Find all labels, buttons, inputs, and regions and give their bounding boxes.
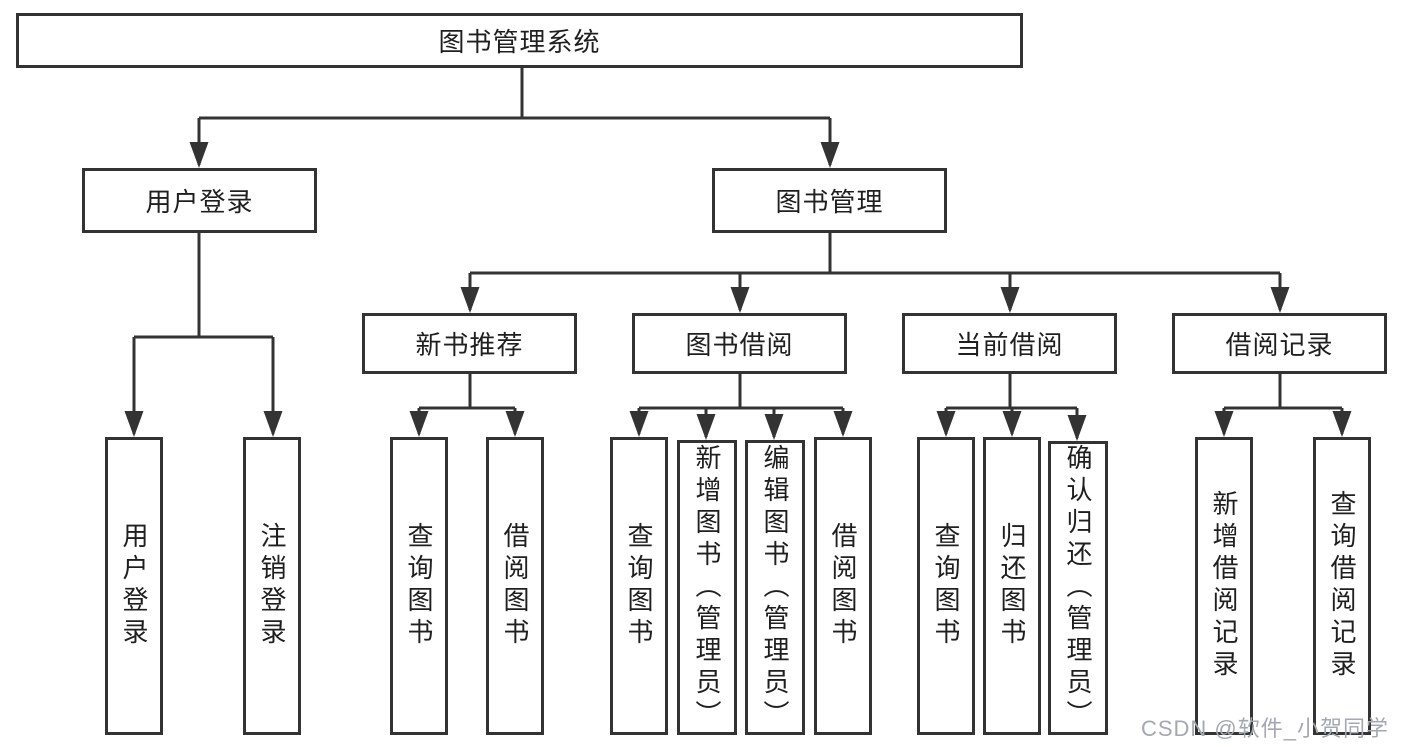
node-user-login: 用户登录 xyxy=(82,168,317,233)
node-leaf-add-book-admin-label: 新增图书（管理员） xyxy=(692,443,722,732)
node-leaf-borrow-books-2-label: 借阅图书 xyxy=(828,522,858,650)
node-leaf-user-login-label: 用户登录 xyxy=(119,522,149,650)
node-leaf-logout: 注销登录 xyxy=(243,437,301,735)
node-root-label: 图书管理系统 xyxy=(438,27,601,57)
node-leaf-return-book: 归还图书 xyxy=(983,437,1041,735)
node-leaf-borrow-books-2: 借阅图书 xyxy=(814,437,872,735)
node-leaf-return-book-label: 归还图书 xyxy=(997,522,1027,650)
node-borrow-records: 借阅记录 xyxy=(1172,313,1387,374)
node-leaf-borrow-books-1-label: 借阅图书 xyxy=(500,522,530,650)
node-leaf-add-borrow-record-label: 新增借阅记录 xyxy=(1209,490,1239,682)
node-leaf-query-borrow-record-label: 查询借阅记录 xyxy=(1327,490,1357,682)
node-borrow-records-label: 借阅记录 xyxy=(1225,330,1334,360)
node-leaf-edit-book-admin: 编辑图书（管理员） xyxy=(745,440,805,735)
node-leaf-confirm-return-admin-label: 确认归还（管理员） xyxy=(1063,444,1093,732)
node-leaf-confirm-return-admin: 确认归还（管理员） xyxy=(1048,441,1108,735)
node-book-borrow: 图书借阅 xyxy=(632,313,847,374)
node-user-login-label: 用户登录 xyxy=(145,187,254,217)
node-root: 图书管理系统 xyxy=(16,13,1023,68)
node-current-borrow-label: 当前借阅 xyxy=(955,330,1064,360)
node-leaf-edit-book-admin-label: 编辑图书（管理员） xyxy=(760,443,790,732)
node-leaf-user-login: 用户登录 xyxy=(105,437,163,735)
watermark-text: CSDN @软件_小贺同学 xyxy=(1140,716,1389,741)
node-leaf-query-books-3-label: 查询图书 xyxy=(931,522,961,650)
node-leaf-add-borrow-record: 新增借阅记录 xyxy=(1195,437,1253,735)
node-leaf-query-books-2-label: 查询图书 xyxy=(624,522,654,650)
node-leaf-query-borrow-record: 查询借阅记录 xyxy=(1313,437,1371,735)
node-leaf-logout-label: 注销登录 xyxy=(257,522,287,650)
node-leaf-query-books-3: 查询图书 xyxy=(917,437,975,735)
node-book-management: 图书管理 xyxy=(712,168,947,233)
node-leaf-add-book-admin: 新增图书（管理员） xyxy=(677,440,737,735)
node-book-management-label: 图书管理 xyxy=(775,187,884,217)
node-leaf-query-books-1: 查询图书 xyxy=(390,437,448,735)
node-new-book-recommend-label: 新书推荐 xyxy=(415,330,524,360)
node-leaf-borrow-books-1: 借阅图书 xyxy=(486,437,544,735)
node-book-borrow-label: 图书借阅 xyxy=(685,330,794,360)
node-new-book-recommend: 新书推荐 xyxy=(362,313,577,374)
node-current-borrow: 当前借阅 xyxy=(902,313,1117,374)
node-leaf-query-books-1-label: 查询图书 xyxy=(404,522,434,650)
node-leaf-query-books-2: 查询图书 xyxy=(610,437,668,735)
